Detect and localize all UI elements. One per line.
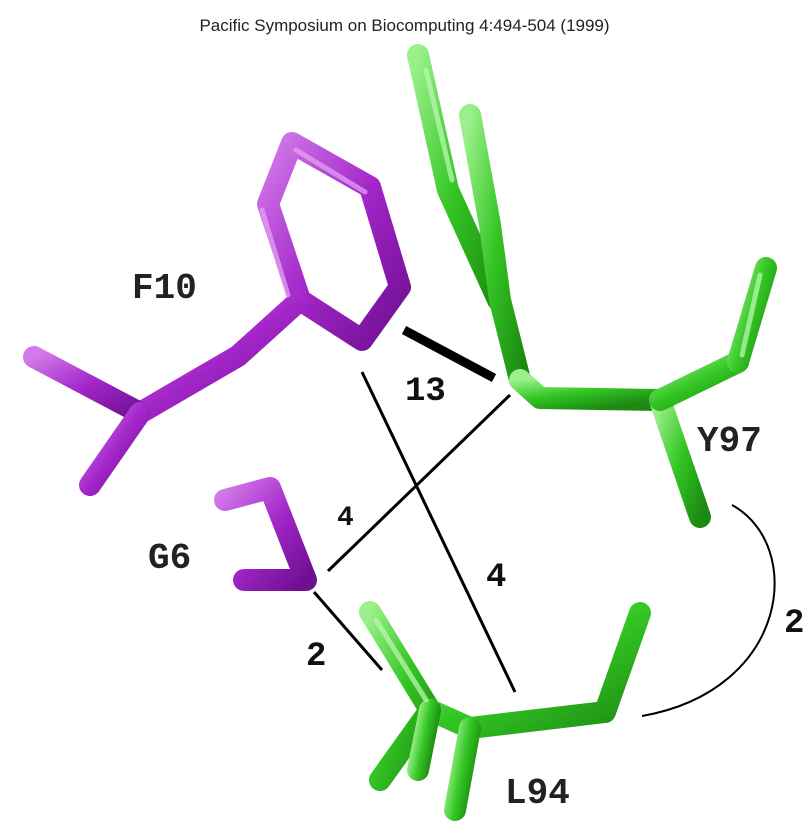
label-f10: F10: [132, 268, 197, 309]
label-y97: Y97: [697, 421, 762, 462]
citation-header: Pacific Symposium on Biocomputing 4:494-…: [199, 16, 610, 35]
contact-count-g6-l94: 2: [306, 638, 326, 676]
residue-y97-highlight: [423, 67, 763, 358]
contact-line-f10-y97: [401, 326, 497, 382]
contact-arc-y97-l94: [641, 504, 776, 717]
contact-count-y97-l94: 2: [784, 605, 804, 643]
contact-line-g6-l94: [312, 591, 384, 671]
label-g6: G6: [148, 538, 191, 579]
contact-count-f10-l94: 4: [486, 559, 506, 597]
contact-line-f10-l94: [360, 371, 517, 693]
contact-count-g6-y97: 4: [337, 503, 354, 534]
contact-count-f10-y97: 13: [405, 373, 446, 411]
residue-l94-highlight: [373, 617, 429, 703]
residue-g6-sticks: [214, 477, 317, 591]
residue-f10-highlight: [259, 147, 368, 298]
label-l94: L94: [505, 773, 570, 814]
contact-line-g6-y97: [326, 393, 512, 573]
residue-f10-sticks: [23, 132, 411, 496]
